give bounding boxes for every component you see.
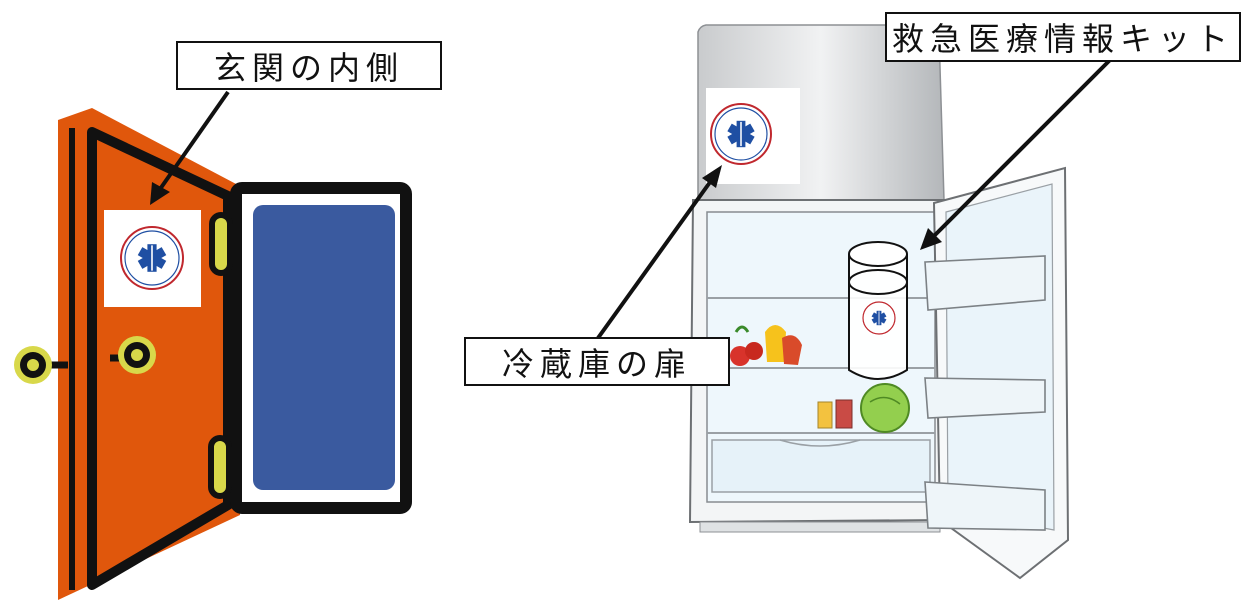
arrow-fridge-door (596, 176, 715, 340)
label-kit: 救急医療情報キット (885, 12, 1241, 62)
doorway-interior (253, 205, 395, 490)
fridge-sticker (706, 88, 800, 184)
arrow-entrance (156, 90, 230, 194)
vegetables (730, 325, 910, 433)
door-panel-frame (87, 127, 233, 590)
label-entrance-inside: 玄関の内側 (176, 41, 442, 90)
door-sticker (104, 210, 201, 307)
hinge-bottom (208, 435, 232, 499)
refrigerator (596, 24, 1112, 580)
arrow-kit (930, 58, 1112, 240)
kit-container (848, 241, 908, 380)
hinge-top (209, 212, 233, 276)
label-fridge-door: 冷蔵庫の扉 (464, 337, 730, 386)
entrance-door (14, 90, 412, 600)
